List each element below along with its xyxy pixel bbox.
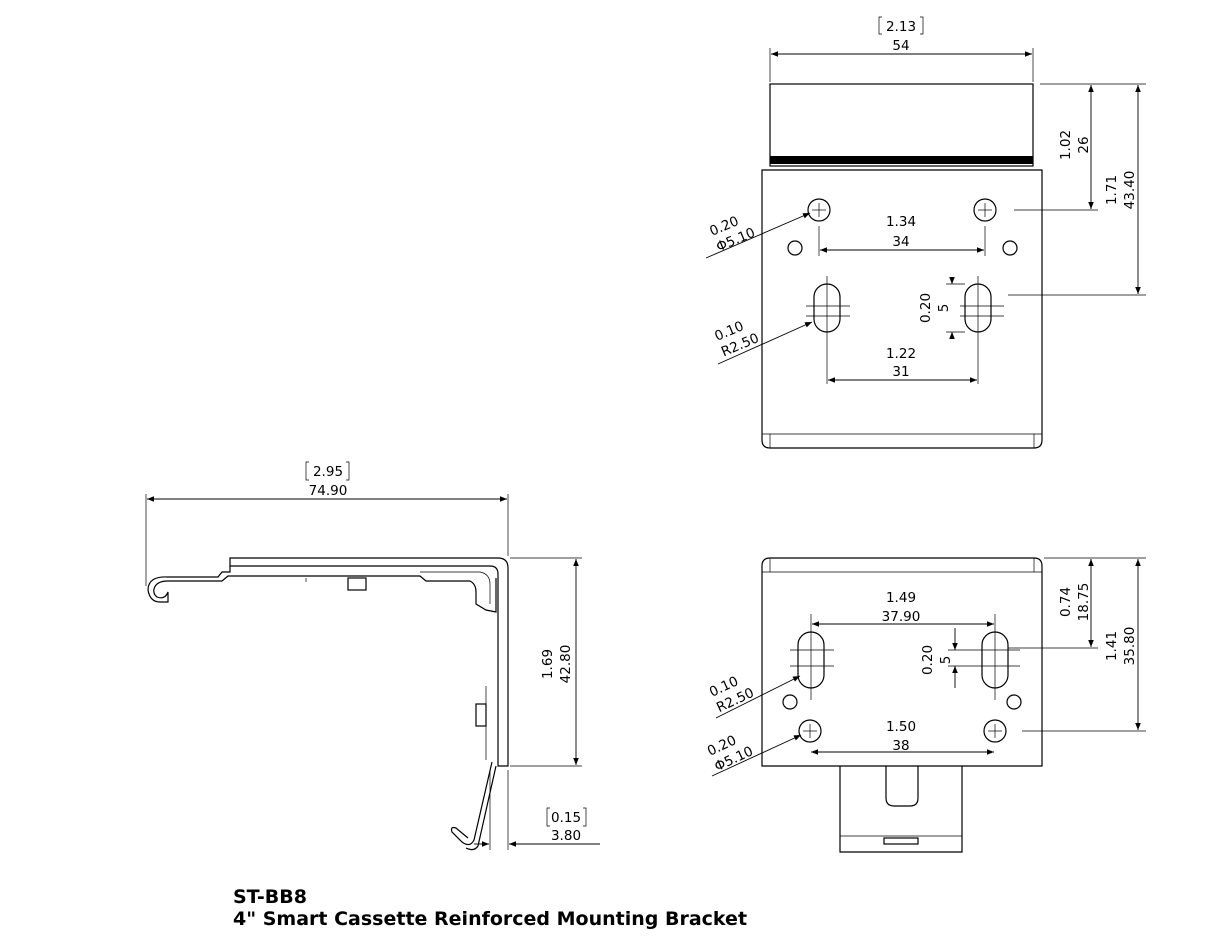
side-view-length-mm: 74.90 — [309, 483, 348, 499]
side-view-profile — [229, 557, 509, 767]
bottom-view-v2-inch: 1.41 — [1104, 631, 1120, 661]
top-view-flange — [769, 83, 1034, 167]
top-view-hole-pitch-inch: 1.34 — [886, 214, 916, 230]
top-view-slot-width-inch: 0.20 — [918, 293, 934, 323]
side-view-thickness-mm: 3.80 — [551, 828, 581, 844]
bottom-view-small-hole-right — [1006, 694, 1022, 710]
bottom-view-lower-tab — [839, 766, 963, 853]
top-view-v2-inch: 1.71 — [1104, 175, 1120, 205]
bottom-view-v2-mm: 35.80 — [1122, 627, 1138, 666]
top-view-slot-pitch-inch: 1.22 — [886, 346, 916, 362]
bottom-view-hole-pitch-inch: 1.50 — [886, 719, 916, 735]
top-view-hole-left — [807, 198, 831, 222]
top-view-v2-mm: 43.40 — [1122, 171, 1138, 210]
top-view-small-hole-right — [1002, 240, 1018, 256]
top-view-v1-mm: 26 — [1076, 136, 1092, 153]
side-view-clip-spring — [450, 761, 497, 851]
side-view: 2.95 74.90 1.69 42.80 0.15 3.80 — [145, 461, 600, 851]
bottom-view-slot-right — [976, 614, 1020, 700]
bottom-view-slot-width-inch: 0.20 — [920, 645, 936, 675]
top-view-slot-pitch-mm: 31 — [892, 364, 909, 380]
part-number: ST-BB8 — [233, 886, 307, 908]
top-view-bend-line — [770, 156, 1033, 164]
bottom-view-v1-inch: 0.74 — [1058, 587, 1074, 617]
bottom-view-hole-right — [983, 719, 1007, 743]
bottom-view-slot-pitch-inch: 1.49 — [886, 590, 916, 606]
bottom-view-slot-pitch-mm: 37.90 — [882, 609, 921, 625]
side-view-thickness-inch: 0.15 — [551, 810, 581, 826]
side-view-height-mm: 42.80 — [558, 645, 574, 684]
bottom-view-v1-mm: 18.75 — [1076, 583, 1092, 622]
bottom-view-hole-pitch-mm: 38 — [892, 738, 909, 754]
top-view-width-mm: 54 — [892, 38, 909, 54]
part-description: 4" Smart Cassette Reinforced Mounting Br… — [233, 908, 748, 930]
top-view-width-inch: 2.13 — [886, 19, 916, 35]
bottom-view-small-hole-left — [782, 694, 798, 710]
side-view-tab — [347, 577, 367, 591]
bottom-view-slot-width-mm: 5 — [938, 656, 954, 665]
top-view-slot-width-mm: 5 — [936, 304, 952, 313]
side-view-length-inch: 2.95 — [313, 464, 343, 480]
top-view-small-hole-left — [787, 240, 803, 256]
top-view-slot-left — [806, 276, 850, 384]
bottom-view-hole-left — [798, 719, 822, 743]
side-view-height-inch: 1.69 — [540, 649, 556, 679]
top-view-v1-inch: 1.02 — [1058, 130, 1074, 160]
top-view-hole-right — [973, 198, 997, 222]
top-view: 2.13 54 1.02 26 1.71 43.40 1.34 34 0.20 … — [705, 16, 1146, 449]
bottom-view: 1.49 37.90 0.74 18.75 1.41 35.80 0.20 5 … — [705, 557, 1146, 853]
top-view-plate — [761, 169, 1043, 449]
bottom-view-slot-left — [790, 614, 834, 700]
top-view-slot-right — [960, 276, 1004, 384]
bottom-view-plate — [761, 557, 1043, 767]
top-view-hole-pitch-mm: 34 — [892, 234, 909, 250]
